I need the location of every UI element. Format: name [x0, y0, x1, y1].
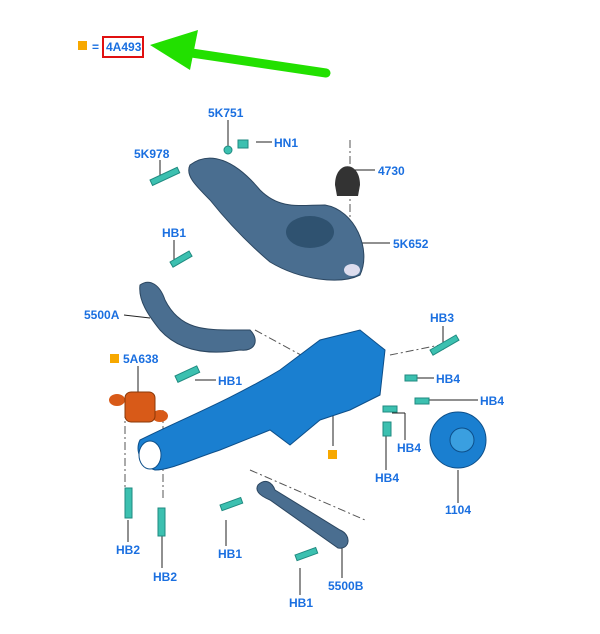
part-label: HB1	[218, 547, 243, 561]
part-label: 5K652	[393, 237, 429, 251]
legend-equals: =	[92, 40, 100, 54]
part-label: HB1	[162, 226, 187, 240]
trailing-arm-knuckle	[137, 329, 386, 471]
bolts	[124, 139, 460, 562]
part-label: 1104	[445, 503, 472, 517]
part-label: 4730	[378, 164, 405, 178]
green-arrow-icon	[150, 30, 331, 78]
part-label: HB1	[289, 596, 314, 610]
upper-control-arm	[188, 157, 365, 281]
bump-stop	[335, 166, 360, 196]
wheel-hub-1104	[429, 411, 487, 469]
part-label: HB2	[116, 543, 141, 557]
legend-highlight-box	[102, 36, 144, 58]
part-label: 5A638	[123, 352, 159, 366]
bushing-5a638	[109, 391, 168, 423]
part-label: HB2	[153, 570, 178, 584]
part-label: HB3	[430, 311, 455, 325]
part-label: HN1	[274, 136, 299, 150]
part-label: 5500B	[328, 579, 364, 593]
part-label: 5K751	[208, 106, 244, 120]
part-label: HB4	[375, 471, 400, 485]
marker-icon	[110, 354, 119, 363]
legend-code: 4A493	[106, 40, 142, 54]
part-label: HB1	[218, 374, 243, 388]
legend-marker-icon	[78, 41, 87, 50]
marker-icon	[328, 450, 337, 459]
part-label: HB4	[436, 372, 461, 386]
part-label: HB4	[480, 394, 505, 408]
lower-arm-5500b	[256, 480, 349, 549]
upper-arm-5500a	[139, 281, 256, 353]
part-label: 5500A	[84, 308, 120, 322]
part-label: HB4	[397, 441, 422, 455]
part-label: 5K978	[134, 147, 170, 161]
